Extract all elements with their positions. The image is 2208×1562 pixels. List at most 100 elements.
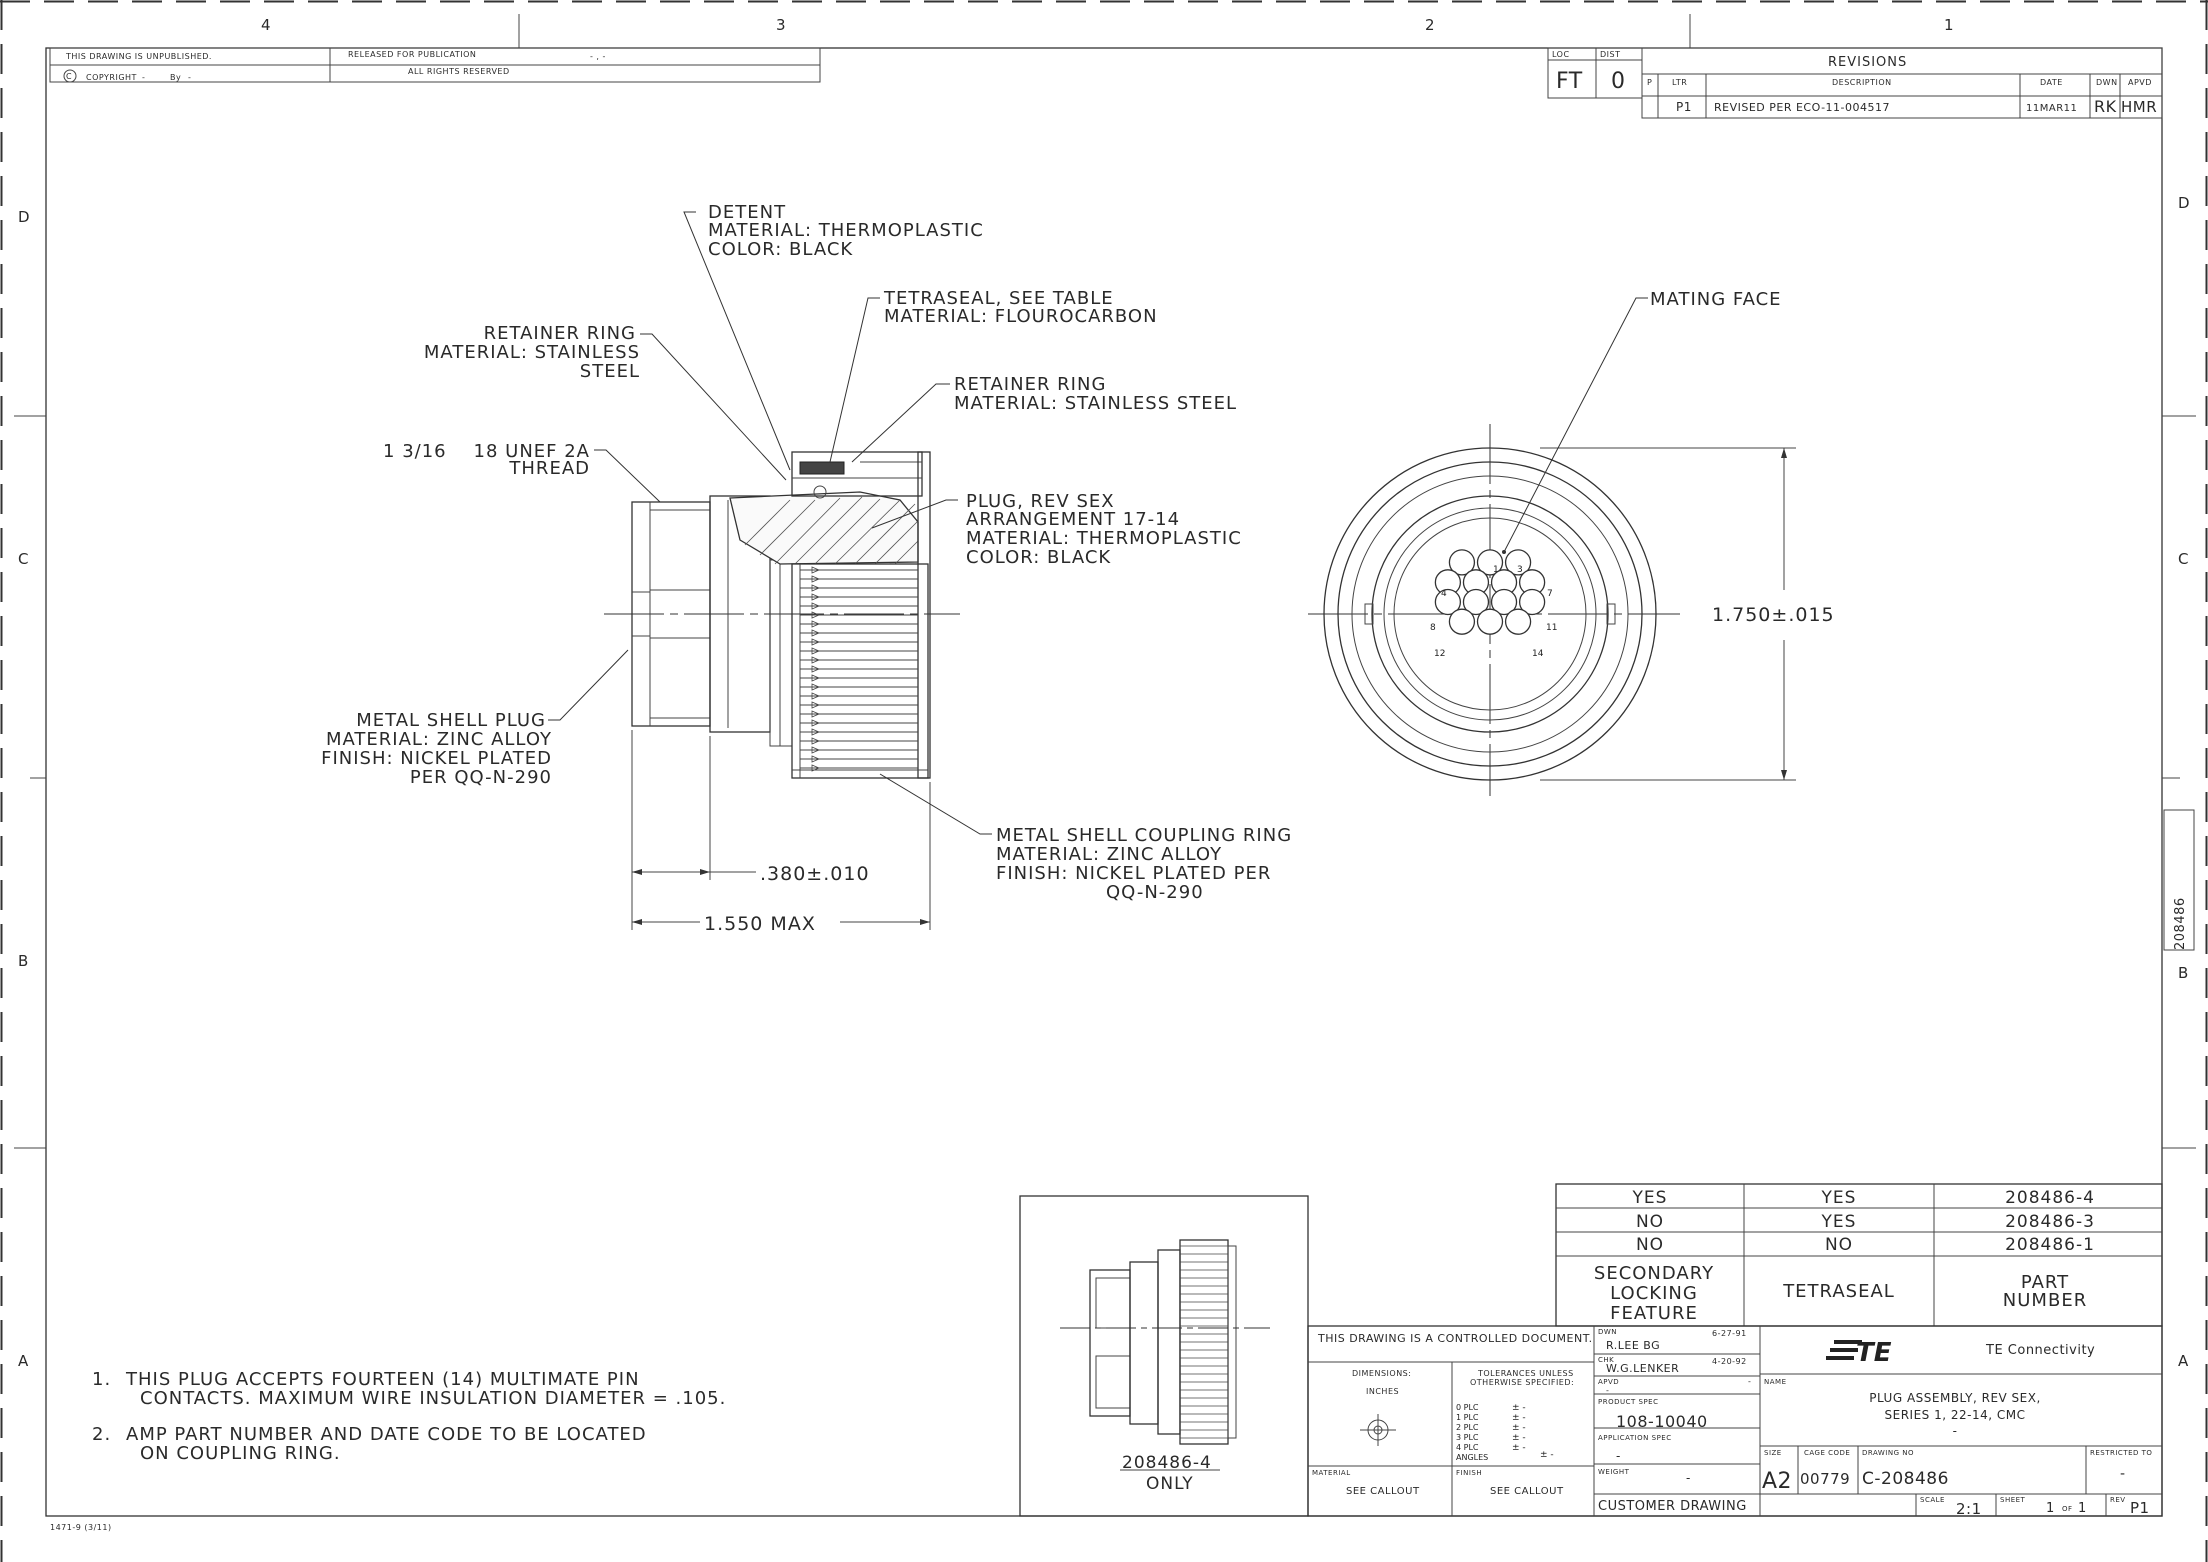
note-2-line-1: AMP PART NUMBER AND DATE CODE TO BE LOCA…: [126, 1424, 647, 1445]
plug-side-view: [604, 451, 960, 779]
revisions-block: [1547, 47, 2163, 119]
svg-text:RETAINER RING: RETAINER RING: [484, 323, 636, 344]
title-block: [1307, 1325, 2163, 1517]
tol-row-value: ± -: [1540, 1450, 1554, 1460]
mating-face-label: MATING FACE: [1650, 289, 1782, 310]
pt-h3-l2: NUMBER: [2003, 1290, 2087, 1311]
svg-text:PER QQ-N-290: PER QQ-N-290: [410, 767, 552, 788]
svg-text:MATERIAL: THERMOPLASTIC: MATERIAL: THERMOPLASTIC: [966, 528, 1242, 549]
dwn-label: DWN: [1598, 1328, 1617, 1336]
svg-text:METAL SHELL PLUG: METAL SHELL PLUG: [356, 710, 546, 731]
apvd-label: APVD: [1598, 1378, 1619, 1386]
pt-r1-c1: YES: [1632, 1188, 1668, 1208]
detail-part-number: 208486-4: [1122, 1453, 1212, 1473]
mating-face-view: [1308, 297, 1796, 796]
tol-row-value: ± -: [1512, 1423, 1526, 1433]
pt-h1-l1: SECONDARY: [1594, 1263, 1714, 1284]
app-spec: -: [1616, 1449, 1621, 1463]
rev-row-ltr: P1: [1676, 100, 1692, 114]
material-value: SEE CALLOUT: [1346, 1486, 1420, 1497]
side-dimensions: [631, 730, 931, 930]
svg-text:METAL SHELL COUPLING RING: METAL SHELL COUPLING RING: [996, 825, 1292, 846]
form-id: 1471-9 (3/11): [50, 1523, 112, 1532]
tol-row-label: 1 PLC: [1456, 1413, 1479, 1422]
size-label: SIZE: [1764, 1449, 1782, 1457]
svg-text:THREAD: THREAD: [508, 458, 590, 479]
title-name-3: -: [1953, 1424, 1958, 1438]
contact-cavity: [1518, 588, 1546, 616]
svg-text:QQ-N-290: QQ-N-290: [1106, 882, 1204, 903]
note-1-line-1: THIS PLUG ACCEPTS FOURTEEN (14) MULTIMAT…: [125, 1369, 640, 1390]
pt-r2-c1: NO: [1636, 1212, 1664, 1232]
drawing-no: C-208486: [1862, 1469, 1949, 1489]
svg-text:MATERIAL: STAINLESS STEEL: MATERIAL: STAINLESS STEEL: [954, 393, 1237, 414]
notes: 1. THIS PLUG ACCEPTS FOURTEEN (14) MULTI…: [92, 1369, 725, 1464]
restricted-label: RESTRICTED TO: [2090, 1449, 2152, 1457]
cage-value: 00779: [1800, 1470, 1850, 1488]
dim-380: .380±.010: [760, 863, 870, 885]
callout-leaders: [548, 211, 992, 835]
zone-col-4: 4: [261, 16, 272, 34]
tol-row-label: ANGLES: [1456, 1453, 1488, 1462]
dist-label: DIST: [1600, 50, 1620, 59]
scale-label: SCALE: [1920, 1496, 1945, 1504]
rev-row-desc: REVISED PER ECO-11-004517: [1714, 101, 1890, 114]
tol-row-value: ± -: [1512, 1403, 1526, 1413]
svg-text:FINISH: NICKEL PLATED: FINISH: NICKEL PLATED: [321, 748, 552, 769]
title-name-1: PLUG ASSEMBLY, REV SEX,: [1869, 1391, 2041, 1405]
rev-col-dwn: DWN: [2096, 78, 2118, 87]
callout-coupling-ring: METAL SHELL COUPLING RING MATERIAL: ZINC…: [996, 825, 1292, 903]
app-spec-label: APPLICATION SPEC: [1598, 1434, 1672, 1442]
dwn-name: R.LEE BG: [1606, 1339, 1660, 1352]
chk-date: 4-20-92: [1712, 1357, 1747, 1366]
contact-number: 8: [1430, 623, 1436, 633]
unpublished-label: THIS DRAWING IS UNPUBLISHED.: [65, 52, 212, 61]
chk-name: W.G.LENKER: [1606, 1362, 1679, 1375]
pt-h1-l3: FEATURE: [1610, 1303, 1698, 1324]
svg-text:MATERIAL: FLOUROCARBON: MATERIAL: FLOUROCARBON: [884, 306, 1158, 327]
dwn-date: 6-27-91: [1712, 1329, 1747, 1338]
copyright-dash-2: -: [188, 73, 191, 82]
callout-tetraseal: TETRASEAL, SEE TABLE MATERIAL: FLOUROCAR…: [883, 288, 1158, 327]
svg-text:COLOR: BLACK: COLOR: BLACK: [966, 547, 1111, 568]
contact-number: 3: [1517, 565, 1523, 575]
zone-row-d-right: D: [2178, 194, 2191, 212]
rev-label: REV: [2110, 1496, 2126, 1504]
note-2-number: 2.: [92, 1424, 111, 1445]
zone-row-b-left: B: [18, 952, 29, 970]
pt-h3-l1: PART: [2021, 1272, 2069, 1293]
company-name: TE Connectivity: [1985, 1343, 2095, 1358]
restricted-value: -: [2120, 1466, 2126, 1482]
contact-number: 1: [1493, 565, 1499, 575]
rights-label: ALL RIGHTS RESERVED: [408, 67, 510, 76]
dim-1550: 1.550 MAX: [704, 913, 816, 935]
pt-r3-c3: 208486-1: [2005, 1235, 2095, 1255]
tol-label-1: TOLERANCES UNLESS: [1477, 1369, 1574, 1378]
dims-label: DIMENSIONS:: [1352, 1369, 1411, 1378]
contact-cavity: [1504, 549, 1532, 576]
tol-row-label: 2 PLC: [1456, 1423, 1479, 1432]
sheet-total: 1: [2078, 1501, 2087, 1516]
contact-cavity: [1476, 608, 1504, 635]
customer-drawing: CUSTOMER DRAWING: [1598, 1499, 1747, 1514]
copyright-by: By: [170, 73, 181, 82]
pt-r2-c3: 208486-3: [2005, 1212, 2095, 1232]
scale-value: 2:1: [1956, 1500, 1982, 1518]
revisions-title: REVISIONS: [1828, 55, 1907, 70]
zone-row-b-right: B: [2178, 964, 2189, 982]
tolerance-rows: 0 PLC± -1 PLC± -2 PLC± -3 PLC± -4 PLC± -…: [1456, 1403, 1554, 1462]
contact-cavity: [1448, 608, 1476, 635]
zone-row-c-left: C: [18, 550, 29, 568]
name-label: NAME: [1764, 1378, 1787, 1386]
sheet-value: 1: [2046, 1501, 2055, 1516]
header-block: [49, 47, 821, 83]
sheet-label: SHEET: [2000, 1496, 2026, 1504]
size-value: A2: [1762, 1469, 1792, 1494]
svg-text:MATERIAL: THERMOPLASTIC: MATERIAL: THERMOPLASTIC: [708, 220, 984, 241]
tol-row-label: 3 PLC: [1456, 1433, 1479, 1442]
rev-row-date: 11MAR11: [2026, 103, 2077, 114]
title-name-2: SERIES 1, 22-14, CMC: [1885, 1408, 2026, 1422]
tol-label-2: OTHERWISE SPECIFIED:: [1470, 1378, 1574, 1387]
svg-text:STEEL: STEEL: [580, 361, 640, 382]
